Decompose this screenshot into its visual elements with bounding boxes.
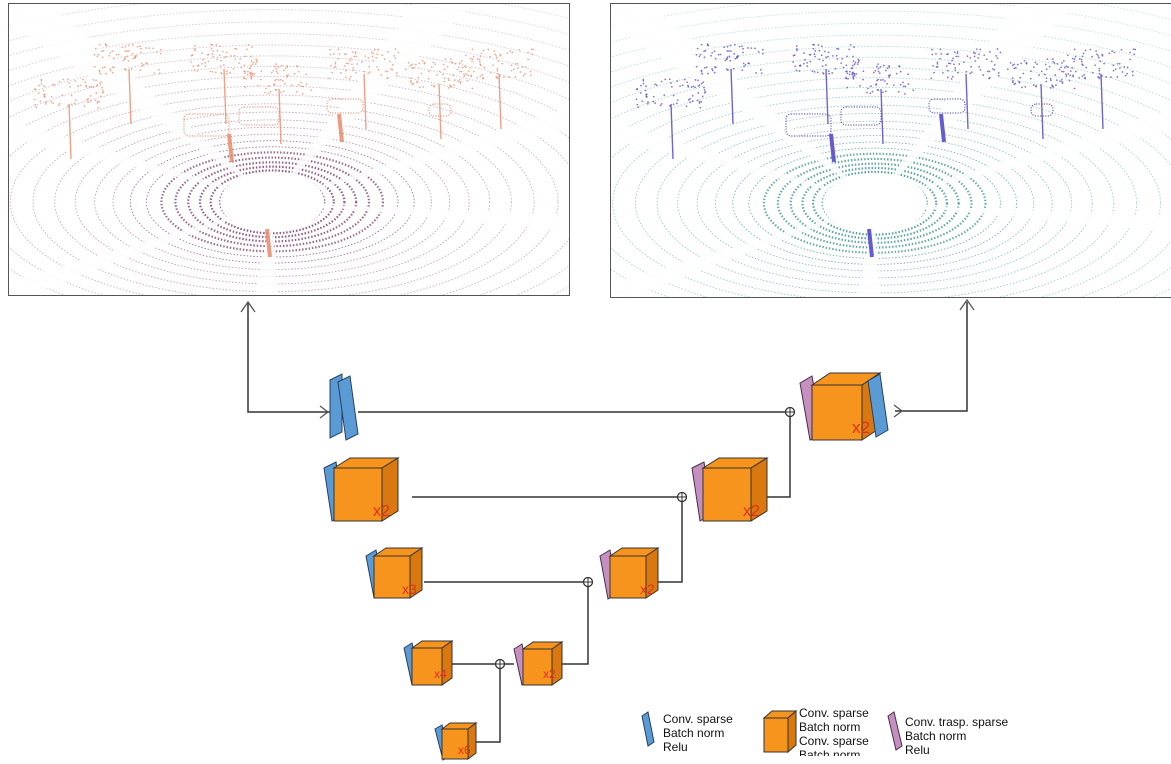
legend-block-icon: [762, 709, 798, 754]
legend-line: Conv. sparse: [799, 706, 869, 720]
decoder-block-2: x2: [599, 547, 660, 600]
multiplier-label: x4: [434, 667, 447, 681]
sum-node-icon: [784, 406, 796, 418]
input-arrow-head-icon: [319, 405, 330, 419]
legend-line: Conv. sparse: [799, 734, 869, 748]
legend-line: Batch norm: [799, 720, 861, 734]
legend-line: Batch norm: [663, 726, 725, 740]
encoder-block-1: x2: [323, 457, 400, 522]
decoder-block-3: x2: [513, 641, 564, 686]
legend-line: Batch norm: [799, 748, 861, 756]
multiplier-label: x2: [543, 667, 556, 681]
multiplier-label: x2: [640, 581, 655, 597]
input-point-cloud-panel: [8, 3, 570, 296]
bottleneck-block: x6: [434, 722, 478, 761]
multiplier-label: x3: [402, 581, 417, 597]
legend-block-text: Conv. sparse Batch norm Conv. sparse Bat…: [799, 706, 869, 756]
legend-conv-transpose-icon: [887, 711, 903, 751]
multiplier-label: x6: [458, 743, 471, 757]
up-connection-2: [562, 582, 589, 665]
multiplier-label: x2: [852, 418, 870, 437]
up-connection-3: [658, 497, 683, 583]
encoder-block-2: x3: [365, 547, 424, 599]
sum-node-icon: [494, 658, 506, 670]
decoder-top-block: x2: [799, 372, 889, 441]
encoder-block-3: x4: [403, 640, 454, 686]
decoder-block-1: x2: [691, 457, 769, 522]
legend-conv-transpose-text: Conv. trasp. sparse Batch norm Relu: [905, 715, 1008, 757]
legend-conv-sparse-text: Conv. sparse Batch norm Relu: [663, 712, 733, 754]
output-arrow-head-icon: [893, 404, 904, 418]
legend-line: Conv. trasp. sparse: [905, 715, 1009, 729]
multiplier-label: x2: [373, 503, 390, 520]
input-point-cloud-image: [9, 4, 569, 295]
sum-node-icon: [582, 576, 594, 588]
input-conv-sparse-layer: [329, 373, 359, 441]
legend-line: Relu: [663, 740, 688, 754]
legend-conv-sparse-icon: [641, 711, 655, 747]
output-arrow-icon: [959, 298, 975, 311]
output-point-cloud-image: [611, 4, 1171, 297]
output-point-cloud-panel: [610, 3, 1171, 298]
up-connection-4: [767, 412, 791, 498]
multiplier-label: x2: [743, 503, 760, 520]
input-flow-line: [247, 302, 330, 413]
legend-line: Conv. sparse: [663, 712, 733, 726]
legend-line: Relu: [905, 743, 930, 757]
up-connection-1: [476, 664, 501, 743]
input-arrow-icon: [240, 300, 256, 313]
sum-node-icon: [676, 491, 688, 503]
legend-line: Batch norm: [905, 729, 967, 743]
output-flow-line: [895, 302, 968, 412]
